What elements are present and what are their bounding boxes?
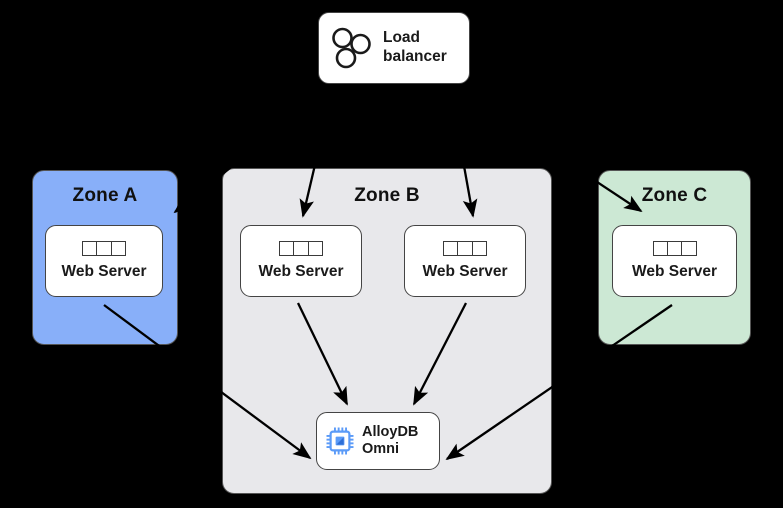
load-balancer-label-line2: balancer	[383, 48, 447, 65]
web-server-node-zone-c[interactable]: Web Server	[612, 225, 737, 297]
cpu-chip-icon	[326, 427, 354, 455]
web-server-node-zone-a[interactable]: Web Server	[45, 225, 163, 297]
alloydb-omni-node[interactable]: AlloyDB Omni	[316, 412, 440, 470]
load-balancer-label-line1: Load	[383, 29, 421, 47]
load-balancer-label: Load balancer	[383, 29, 447, 66]
alloydb-omni-label-line2: Omni	[362, 441, 400, 457]
web-server-label: Web Server	[61, 263, 147, 281]
web-server-node-zone-b-1[interactable]: Web Server	[240, 225, 362, 297]
server-rack-icon	[652, 241, 697, 257]
server-rack-icon	[443, 241, 487, 257]
server-rack-icon	[82, 241, 126, 257]
web-server-label: Web Server	[258, 263, 344, 281]
alloydb-omni-label-line1: AlloyDB	[362, 423, 419, 440]
zone-c-title: Zone C	[641, 185, 708, 206]
zone-b-title: Zone B	[354, 185, 420, 206]
web-server-label: Web Server	[631, 263, 717, 281]
web-server-label: Web Server	[422, 263, 508, 281]
web-server-node-zone-b-2[interactable]: Web Server	[404, 225, 526, 297]
load-balancer-node[interactable]: Load balancer	[318, 12, 470, 84]
server-rack-icon	[279, 241, 323, 257]
zone-a-title: Zone A	[72, 185, 138, 206]
three-circles-icon	[332, 27, 371, 69]
alloydb-omni-label: AlloyDB Omni	[362, 424, 418, 459]
